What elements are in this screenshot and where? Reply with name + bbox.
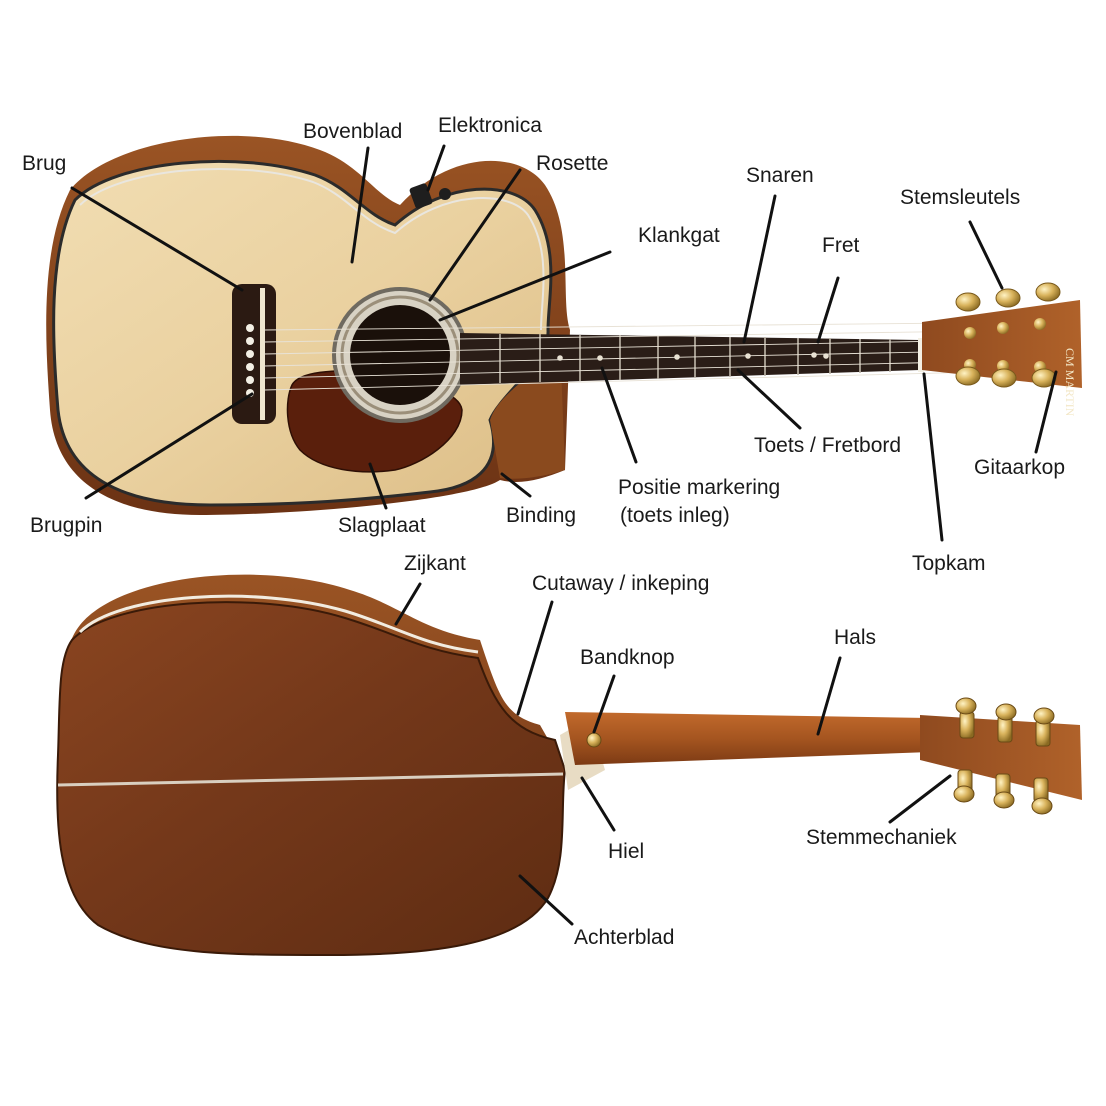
leader-elektronica	[426, 144, 446, 192]
leader-stemmechaniek	[888, 774, 952, 824]
leader-toets	[736, 368, 802, 430]
label-topkam: Topkam	[912, 552, 986, 575]
label-fret: Fret	[822, 234, 860, 257]
front-top-body	[52, 159, 553, 507]
front-saddle	[260, 288, 265, 420]
leader-slagplaat	[368, 462, 388, 510]
label-positie-2: (toets inleg)	[620, 504, 730, 527]
label-cutaway: Cutaway / inkeping	[532, 572, 709, 595]
front-tuning-keys	[955, 282, 1061, 388]
front-headstock-logo: CM MARTIN	[1063, 348, 1077, 417]
labels: Brug Bovenblad Elektronica Rosette Klank…	[22, 114, 1065, 949]
leader-brug	[70, 186, 244, 292]
label-zijkant: Zijkant	[404, 552, 466, 575]
leader-positie	[600, 366, 638, 464]
label-hals: Hals	[834, 626, 876, 649]
front-nut	[918, 338, 924, 372]
label-brug: Brug	[22, 152, 66, 175]
leader-fret	[816, 276, 840, 344]
label-snaren: Snaren	[746, 164, 814, 187]
front-fretboard	[460, 333, 920, 385]
back-guitar	[56, 574, 1082, 957]
label-bovenblad: Bovenblad	[303, 120, 402, 143]
leader-snaren	[742, 194, 777, 344]
label-positie-1: Positie markering	[618, 476, 780, 499]
front-bridge-pins	[246, 324, 254, 397]
front-guitar: CM MARTIN	[46, 135, 1082, 515]
label-bandknop: Bandknop	[580, 646, 675, 669]
leader-stemsleutels	[968, 220, 1004, 290]
leader-brugpin	[84, 392, 254, 500]
front-binding	[79, 167, 545, 331]
back-strap-button	[586, 732, 602, 748]
label-gitaarkop: Gitaarkop	[974, 456, 1065, 479]
back-center-strip	[57, 772, 564, 787]
label-slagplaat: Slagplaat	[338, 514, 426, 537]
leader-klankgat	[438, 250, 612, 322]
svg-text:CM MARTIN: CM MARTIN	[1063, 348, 1077, 417]
leader-achterblad	[518, 874, 574, 926]
leader-hiel	[580, 776, 616, 832]
back-neck	[565, 712, 930, 765]
label-klankgat: Klankgat	[638, 224, 720, 247]
back-tuners	[953, 697, 1055, 815]
label-stemsleutels: Stemsleutels	[900, 186, 1020, 209]
leader-gitaarkop	[1034, 370, 1058, 454]
leader-topkam	[922, 372, 944, 542]
label-binding: Binding	[506, 504, 576, 527]
front-rosette-ring	[340, 295, 460, 415]
front-soundhole	[350, 305, 450, 405]
leader-lines	[70, 144, 1058, 926]
leader-binding	[500, 472, 532, 498]
leader-bovenblad	[350, 146, 370, 264]
label-brugpin: Brugpin	[30, 514, 102, 537]
label-stemmechaniek: Stemmechaniek	[806, 826, 957, 849]
front-strings	[263, 322, 1061, 391]
leader-bandknop	[592, 674, 616, 734]
label-hiel: Hiel	[608, 840, 644, 863]
leader-zijkant	[394, 582, 422, 626]
leader-cutaway	[516, 600, 554, 716]
label-toets: Toets / Fretbord	[754, 434, 901, 457]
label-achterblad: Achterblad	[574, 926, 674, 949]
leader-rosette	[428, 168, 522, 302]
back-binding	[78, 594, 479, 654]
label-elektronica: Elektronica	[438, 114, 542, 137]
leader-hals	[816, 656, 842, 736]
label-rosette: Rosette	[536, 152, 608, 175]
